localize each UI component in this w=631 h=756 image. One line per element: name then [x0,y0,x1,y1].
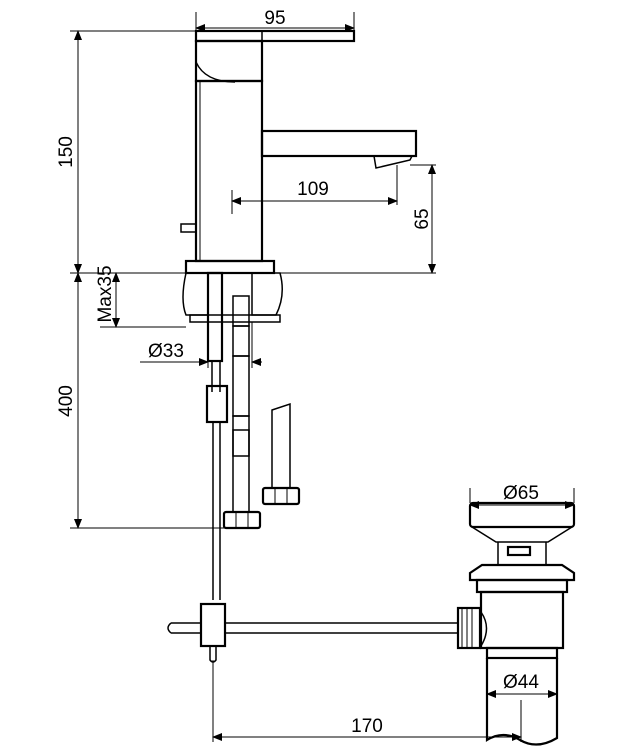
dim-d65: Ø65 [503,483,539,504]
popup-waste [456,501,576,746]
side-pin [180,223,197,233]
dimension-lines [70,12,575,742]
hose-1-nut [222,510,262,530]
supply-hose-1 [222,295,262,530]
waste-nut [475,578,569,594]
hose-2-nut [261,486,301,506]
aerator [373,155,413,169]
dimension-labels: 95 150 109 65 Max35 Ø33 400 Ø65 Ø44 170 [56,8,539,737]
linkage-clip [199,602,227,648]
spout [260,129,418,158]
dim-65: 65 [412,208,433,229]
countertop-right-hatch [251,272,283,316]
fixing-nut [189,314,281,323]
dim-109: 109 [297,179,329,200]
waste-tail [485,646,559,660]
base-plate [184,259,276,275]
stud-nut [205,384,229,424]
dim-400: 400 [56,385,77,417]
waste-cap [468,501,576,529]
dim-d33: Ø33 [148,341,184,362]
waste-body [479,590,565,650]
dim-d44: Ø44 [503,672,539,693]
supply-hose-2 [261,402,301,506]
main-body [194,79,264,263]
dim-max35: Max35 [95,265,116,322]
waste-flange [468,563,576,582]
countertop-left-hatch [182,272,209,316]
waste-connector [456,606,482,650]
countertop-section [182,272,283,323]
faucet-body [180,29,418,275]
dim-170: 170 [351,716,383,737]
fixing-stud [205,271,229,600]
lever-handle [194,29,356,43]
popup-linkage [167,602,458,663]
dim-150: 150 [56,136,77,168]
dim-95: 95 [264,8,285,29]
